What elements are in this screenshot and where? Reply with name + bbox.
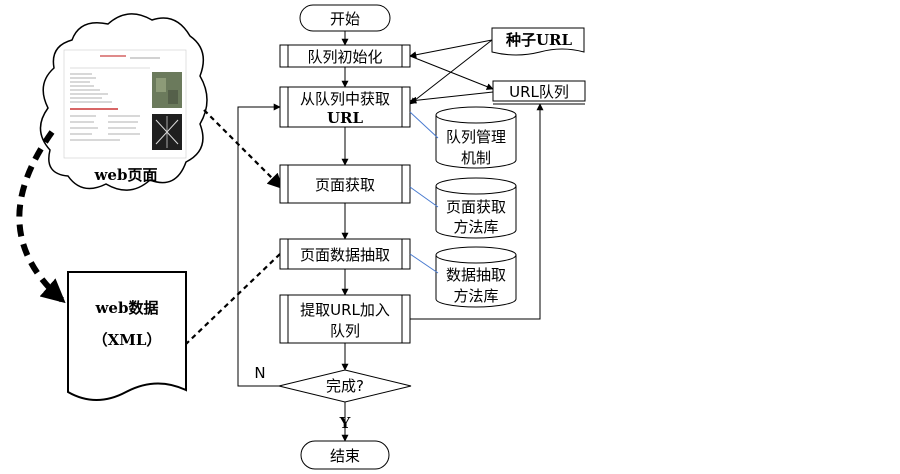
extract-to-data-link: [185, 253, 281, 345]
web-page-label: web页面: [94, 166, 158, 184]
fetch-lib-link: [409, 186, 439, 208]
seed-to-init-arrow: [409, 39, 493, 59]
extract-lib-cylinder: [435, 246, 517, 308]
fetch-from-queue-url-label: URL: [327, 109, 364, 127]
queue-mgmt-label-2: 机制: [461, 149, 491, 167]
web-data-format-label: （XML）: [93, 331, 162, 349]
url-queue-label: URL队列: [509, 83, 569, 101]
done-decision-label: 完成?: [326, 377, 364, 395]
init-to-queue-arrow: [409, 55, 494, 90]
cloud-to-fetch-arrow: [203, 109, 284, 190]
extract-lib-label: 数据抽取: [446, 266, 506, 284]
yes-label: Y: [339, 414, 351, 432]
start-label: 开始: [330, 10, 360, 28]
end-label: 结束: [330, 447, 360, 465]
queue-mgmt-cylinder: [435, 106, 517, 169]
extract-to-queue-arrow: [410, 103, 544, 320]
queue-mgmt-link: [409, 111, 439, 139]
extract-lib-link: [409, 253, 439, 274]
extract-url-box: [279, 294, 411, 344]
page-fetch-label: 页面获取: [315, 176, 375, 194]
cloud-to-data-arrow: [16, 130, 66, 304]
seed-url-document: [491, 27, 585, 56]
fetch-from-queue-box: [279, 86, 411, 128]
no-loop-line: [237, 103, 281, 387]
web-page-cloud: [39, 13, 208, 191]
queue-init-label: 队列初始化: [307, 48, 382, 66]
extract-lib-label-2: 方法库: [453, 287, 498, 305]
queue-to-fetch-arrow: [409, 91, 494, 104]
extract-url-label: 提取URL加入: [300, 301, 390, 319]
fetch-lib-label-2: 方法库: [453, 218, 498, 236]
page-fetch-box: [279, 164, 411, 204]
fetch-from-queue-label: 从队列中获取: [300, 90, 390, 108]
extract-url-label-2: 队列: [330, 322, 360, 340]
fetch-lib-cylinder: [435, 177, 517, 239]
page-data-extract-box: [279, 238, 411, 270]
fetch-lib-label: 页面获取: [446, 198, 506, 216]
web-data-document: [67, 271, 187, 401]
end-terminator: [300, 440, 390, 470]
web-data-label: web数据: [95, 299, 159, 317]
page-data-extract-label: 页面数据抽取: [300, 246, 390, 264]
queue-mgmt-label: 队列管理: [446, 128, 506, 146]
no-label: N: [254, 364, 265, 382]
seed-url-label: 种子URL: [505, 31, 573, 49]
